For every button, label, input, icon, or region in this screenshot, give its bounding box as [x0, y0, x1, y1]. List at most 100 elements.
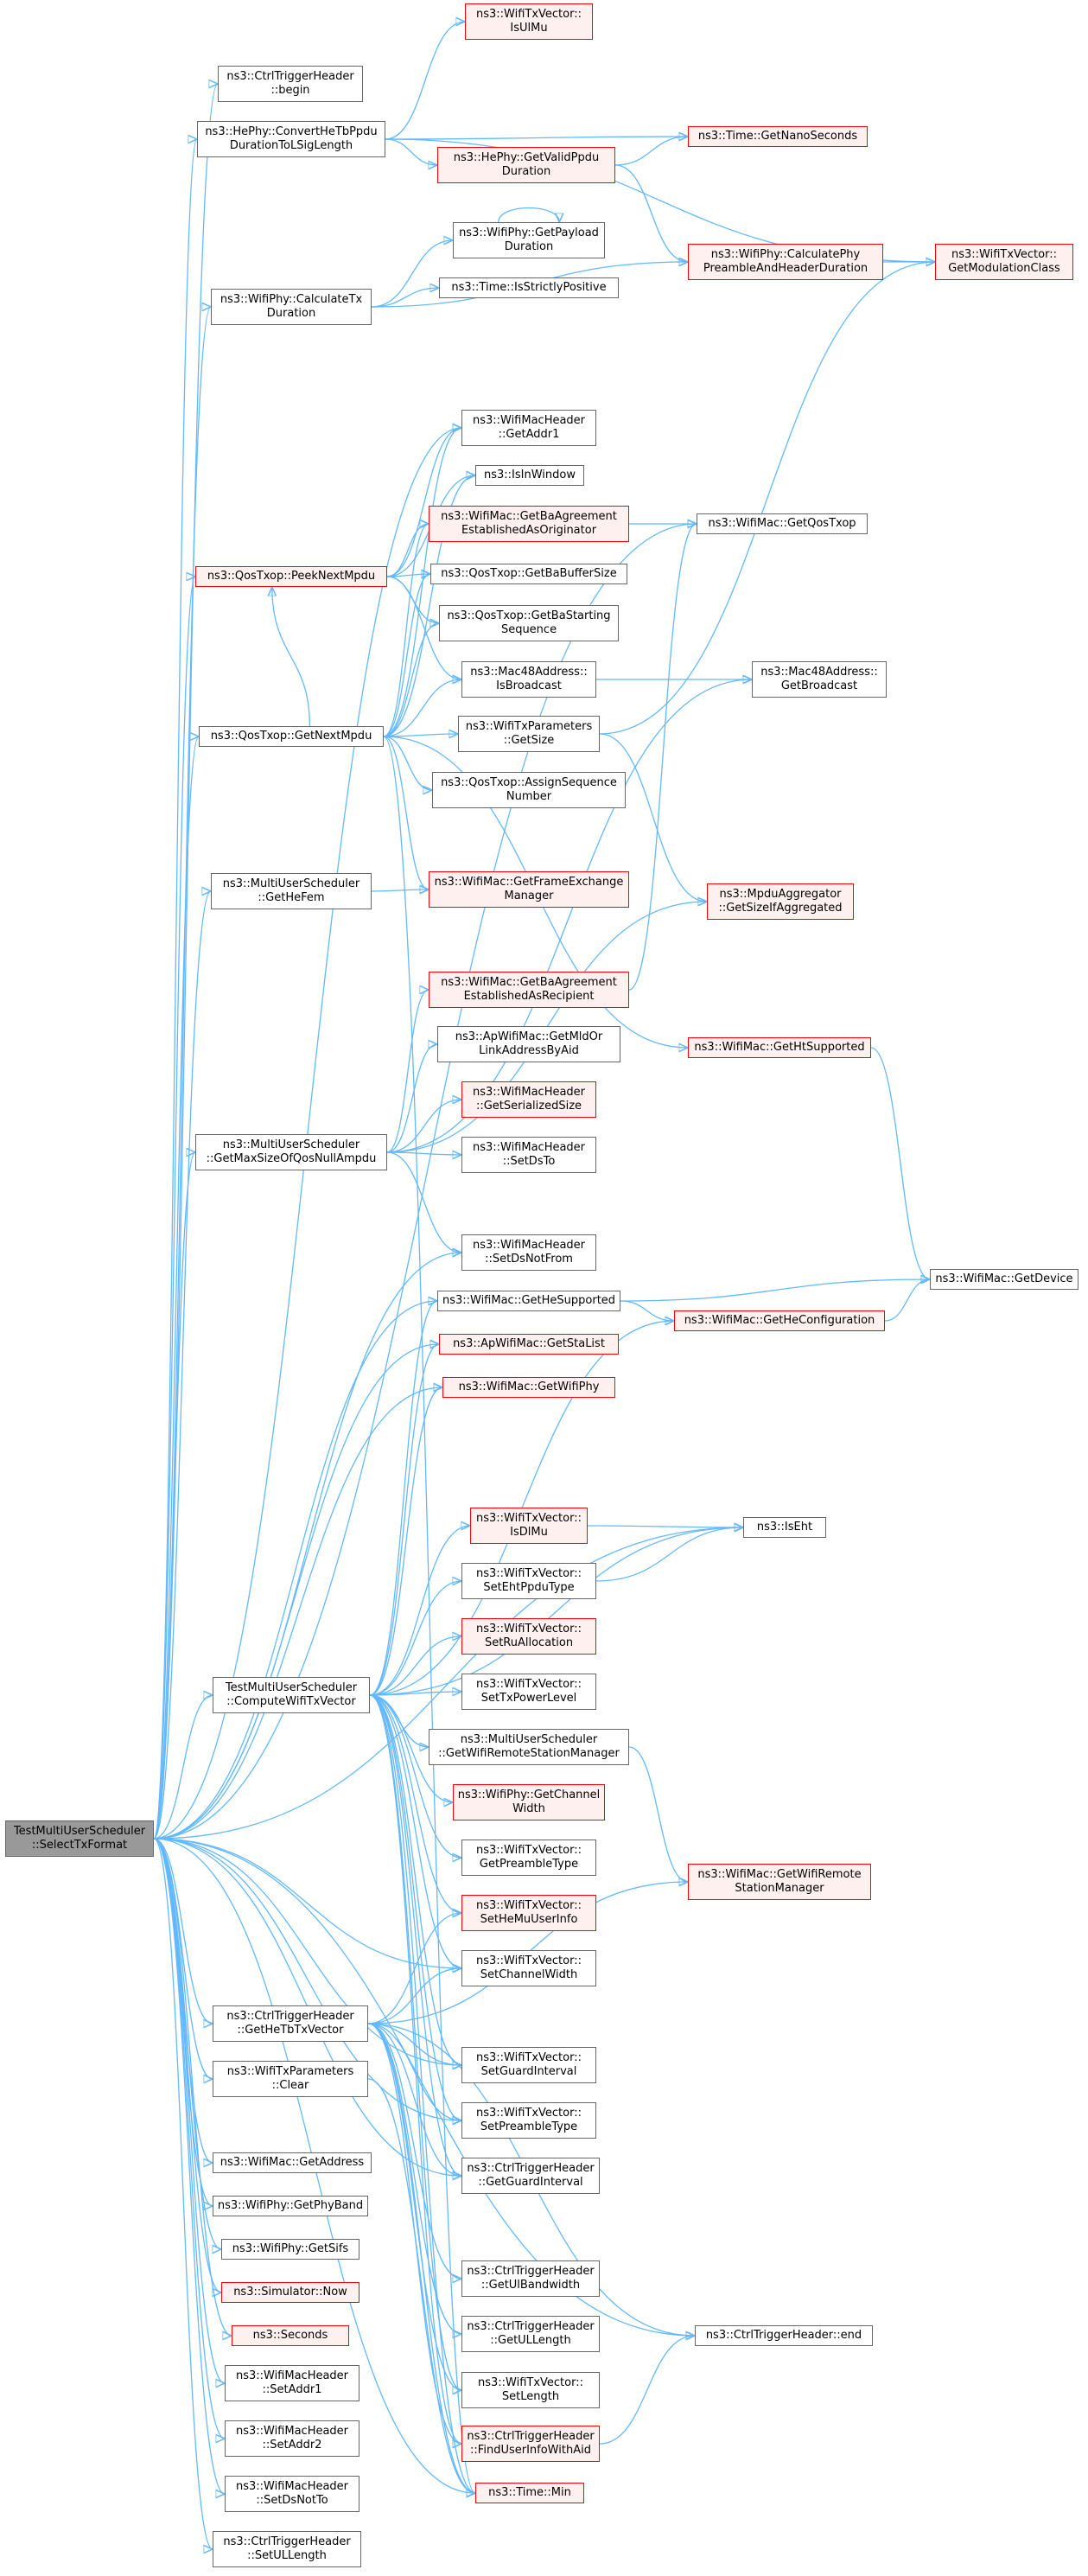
node-label-line: ::begin: [270, 84, 310, 97]
node-label-line: ns3::CtrlTriggerHeader: [223, 2535, 351, 2548]
node-time_getnano[interactable]: ns3::Time::GetNanoSeconds: [688, 126, 868, 147]
node-hdr_setaddr2[interactable]: ns3::WifiMacHeader::SetAddr2: [225, 2420, 359, 2457]
node-hdr_setdsnotto[interactable]: ns3::WifiMacHeader::SetDsNotTo: [225, 2476, 359, 2512]
node-txv_setehtppdu[interactable]: ns3::WifiTxVector::SetEhtPpduType: [461, 1563, 596, 1599]
node-mac48_isbroadcast[interactable]: ns3::Mac48Address::IsBroadcast: [461, 661, 596, 698]
edge-hephy_convert-to-txv_isulmu: [385, 22, 465, 140]
edge-mac_gethesupported-to-mac_getdevice: [620, 1279, 930, 1302]
node-ctrl_getullength[interactable]: ns3::CtrlTriggerHeader::GetULLength: [461, 2316, 600, 2352]
node-label-line: ns3::WifiTxVector::: [475, 1844, 582, 1857]
edge-ctrl_gethetb-to-txv_setchannelwidth: [367, 1968, 461, 2024]
node-mac_getaddress[interactable]: ns3::WifiMac::GetAddress: [213, 2152, 372, 2173]
node-label-line: ns3::WifiMac::GetBaAgreement: [441, 510, 617, 523]
edge-root-to-qostxop_peek: [153, 577, 195, 1840]
node-txv_setpreamble[interactable]: ns3::WifiTxVector::SetPreambleType: [461, 2102, 596, 2139]
node-label-line: ns3::WifiMac::GetQosTxop: [708, 517, 856, 530]
node-mac_gethecfg[interactable]: ns3::WifiMac::GetHeConfiguration: [674, 1310, 885, 1331]
node-label-line: ns3::MpduAggregator: [719, 888, 842, 901]
node-isinwindow[interactable]: ns3::IsInWindow: [475, 465, 584, 486]
node-root[interactable]: TestMultiUserScheduler::SelectTxFormat: [5, 1820, 154, 1857]
node-time_min[interactable]: ns3::Time::Min: [475, 2483, 584, 2503]
node-label-line: SetPreambleType: [480, 2120, 578, 2133]
node-label-line: ns3::ApWifiMac::GetStaList: [453, 1337, 605, 1350]
node-label-line: ns3::WifiTxVector::: [475, 1567, 582, 1580]
node-phy_getphyband[interactable]: ns3::WifiPhy::GetPhyBand: [213, 2196, 368, 2216]
node-mus_gethefem[interactable]: ns3::MultiUserScheduler::GetHeFem: [211, 873, 372, 909]
node-ctrl_setullength[interactable]: ns3::CtrlTriggerHeader::SetULLength: [213, 2531, 361, 2567]
node-txv_setguard[interactable]: ns3::WifiTxVector::SetGuardInterval: [461, 2047, 596, 2083]
node-label-line: ns3::WifiPhy::CalculateTx: [220, 293, 363, 306]
node-sim_now[interactable]: ns3::Simulator::Now: [221, 2282, 359, 2303]
node-label-line: ns3::CtrlTriggerHeader::end: [705, 2329, 862, 2342]
node-txv_isdlmu[interactable]: ns3::WifiTxVector::IsDlMu: [470, 1508, 588, 1544]
node-mpdu_getsizeifagg[interactable]: ns3::MpduAggregator::GetSizeIfAggregated: [707, 883, 854, 920]
node-label-line: Duration: [504, 240, 554, 253]
node-mus_getrsm[interactable]: ns3::MultiUserScheduler::GetWifiRemoteSt…: [429, 1729, 629, 1765]
node-label-line: ns3::WifiMacHeader: [472, 1239, 586, 1252]
node-ctrl_getulbw[interactable]: ns3::CtrlTriggerHeader::GetUlBandwidth: [461, 2260, 600, 2297]
node-ctrl_gethetb[interactable]: ns3::CtrlTriggerHeader::GetHeTbTxVector: [213, 2005, 368, 2042]
node-time_isstrict[interactable]: ns3::Time::IsStrictlyPositive: [439, 277, 619, 298]
node-txv_getpreamble[interactable]: ns3::WifiTxVector::GetPreambleType: [461, 1840, 596, 1876]
node-iseht[interactable]: ns3::IsEht: [743, 1517, 826, 1538]
node-txv_getmodclass[interactable]: ns3::WifiTxVector::GetModulationClass: [935, 244, 1073, 280]
node-label-line: ns3::WifiMacHeader: [472, 414, 586, 427]
node-txv_setchannelwidth[interactable]: ns3::WifiTxVector::SetChannelWidth: [461, 1950, 596, 1986]
node-mac_gethtsupported[interactable]: ns3::WifiMac::GetHtSupported: [688, 1037, 871, 1058]
node-seconds[interactable]: ns3::Seconds: [232, 2325, 349, 2346]
node-txv_sethemuuser[interactable]: ns3::WifiTxVector::SetHeMuUserInfo: [461, 1895, 596, 1931]
edge-mac_getba_recip-to-mac_getqostxop: [628, 524, 697, 991]
node-txv_setlength[interactable]: ns3::WifiTxVector::SetLength: [461, 2372, 600, 2408]
node-txv_settxpower[interactable]: ns3::WifiTxVector::SetTxPowerLevel: [461, 1674, 596, 1710]
node-qostxop_getnext[interactable]: ns3::QosTxop::GetNextMpdu: [199, 726, 384, 747]
node-hdr_setdsnotfrom[interactable]: ns3::WifiMacHeader::SetDsNotFrom: [461, 1234, 596, 1271]
node-qostxop_getbabuf[interactable]: ns3::QosTxop::GetBaBufferSize: [430, 564, 627, 584]
node-hdr_getserialized[interactable]: ns3::WifiMacHeader::GetSerializedSize: [461, 1081, 596, 1118]
node-ctrl_finduser[interactable]: ns3::CtrlTriggerHeader::FindUserInfoWith…: [461, 2426, 600, 2462]
edge-mus_gethefem-to-mac_getfem: [371, 889, 429, 891]
node-mac48_getbroadcast[interactable]: ns3::Mac48Address::GetBroadcast: [752, 661, 887, 698]
node-hdr_setaddr1[interactable]: ns3::WifiMacHeader::SetAddr1: [225, 2365, 359, 2401]
node-mus_getmaxsize[interactable]: ns3::MultiUserScheduler::GetMaxSizeOfQos…: [195, 1134, 387, 1170]
node-apmac_getstalist[interactable]: ns3::ApWifiMac::GetStaList: [439, 1334, 619, 1355]
edge-qostxop_getnext-to-qostxop_getbastart: [383, 623, 439, 737]
edge-compute_txvector-to-txv_setguard: [369, 1694, 461, 2065]
node-hdr_getaddr1[interactable]: ns3::WifiMacHeader::GetAddr1: [461, 410, 596, 446]
node-mac_gethesupported[interactable]: ns3::WifiMac::GetHeSupported: [437, 1291, 620, 1311]
edge-txparams_getsize-to-txv_getmodclass: [599, 262, 935, 735]
node-ctrl_end[interactable]: ns3::CtrlTriggerHeader::end: [695, 2325, 873, 2346]
node-phy_getsifs[interactable]: ns3::WifiPhy::GetSifs: [221, 2239, 359, 2260]
node-txparams_getsize[interactable]: ns3::WifiTxParameters::GetSize: [458, 716, 600, 752]
node-ctrl_begin[interactable]: ns3::CtrlTriggerHeader::begin: [218, 66, 363, 102]
node-txparams_clear[interactable]: ns3::WifiTxParameters::Clear: [213, 2061, 368, 2097]
node-label-line: DurationToLSigLength: [229, 139, 353, 152]
node-label-line: ns3::Simulator::Now: [233, 2286, 347, 2299]
node-mac_getdevice[interactable]: ns3::WifiMac::GetDevice: [930, 1269, 1078, 1290]
node-txv_isulmu[interactable]: ns3::WifiTxVector::IsUlMu: [465, 3, 593, 40]
node-compute_txvector[interactable]: TestMultiUserScheduler::ComputeWifiTxVec…: [213, 1677, 370, 1713]
node-label-line: ns3::WifiPhy::CalculatePhy: [710, 248, 861, 261]
node-mac_getqostxop[interactable]: ns3::WifiMac::GetQosTxop: [697, 513, 868, 534]
edge-qostxop_getnext-to-qostxop_getbabuf: [383, 574, 430, 737]
node-ctrl_getguard[interactable]: ns3::CtrlTriggerHeader::GetGuardInterval: [461, 2158, 600, 2194]
node-label-line: ::GetHeTbTxVector: [237, 2024, 344, 2037]
node-qostxop_peek[interactable]: ns3::QosTxop::PeekNextMpdu: [195, 566, 387, 587]
node-txv_setrualloc[interactable]: ns3::WifiTxVector::SetRuAllocation: [461, 1618, 596, 1655]
node-label-line: ns3::HePhy::GetValidPpdu: [453, 151, 600, 164]
node-hdr_setdsto[interactable]: ns3::WifiMacHeader::SetDsTo: [461, 1137, 596, 1173]
node-mac_getwifiphy[interactable]: ns3::WifiMac::GetWifiPhy: [442, 1377, 615, 1398]
edge-compute_txvector-to-iseht: [369, 1527, 743, 1696]
